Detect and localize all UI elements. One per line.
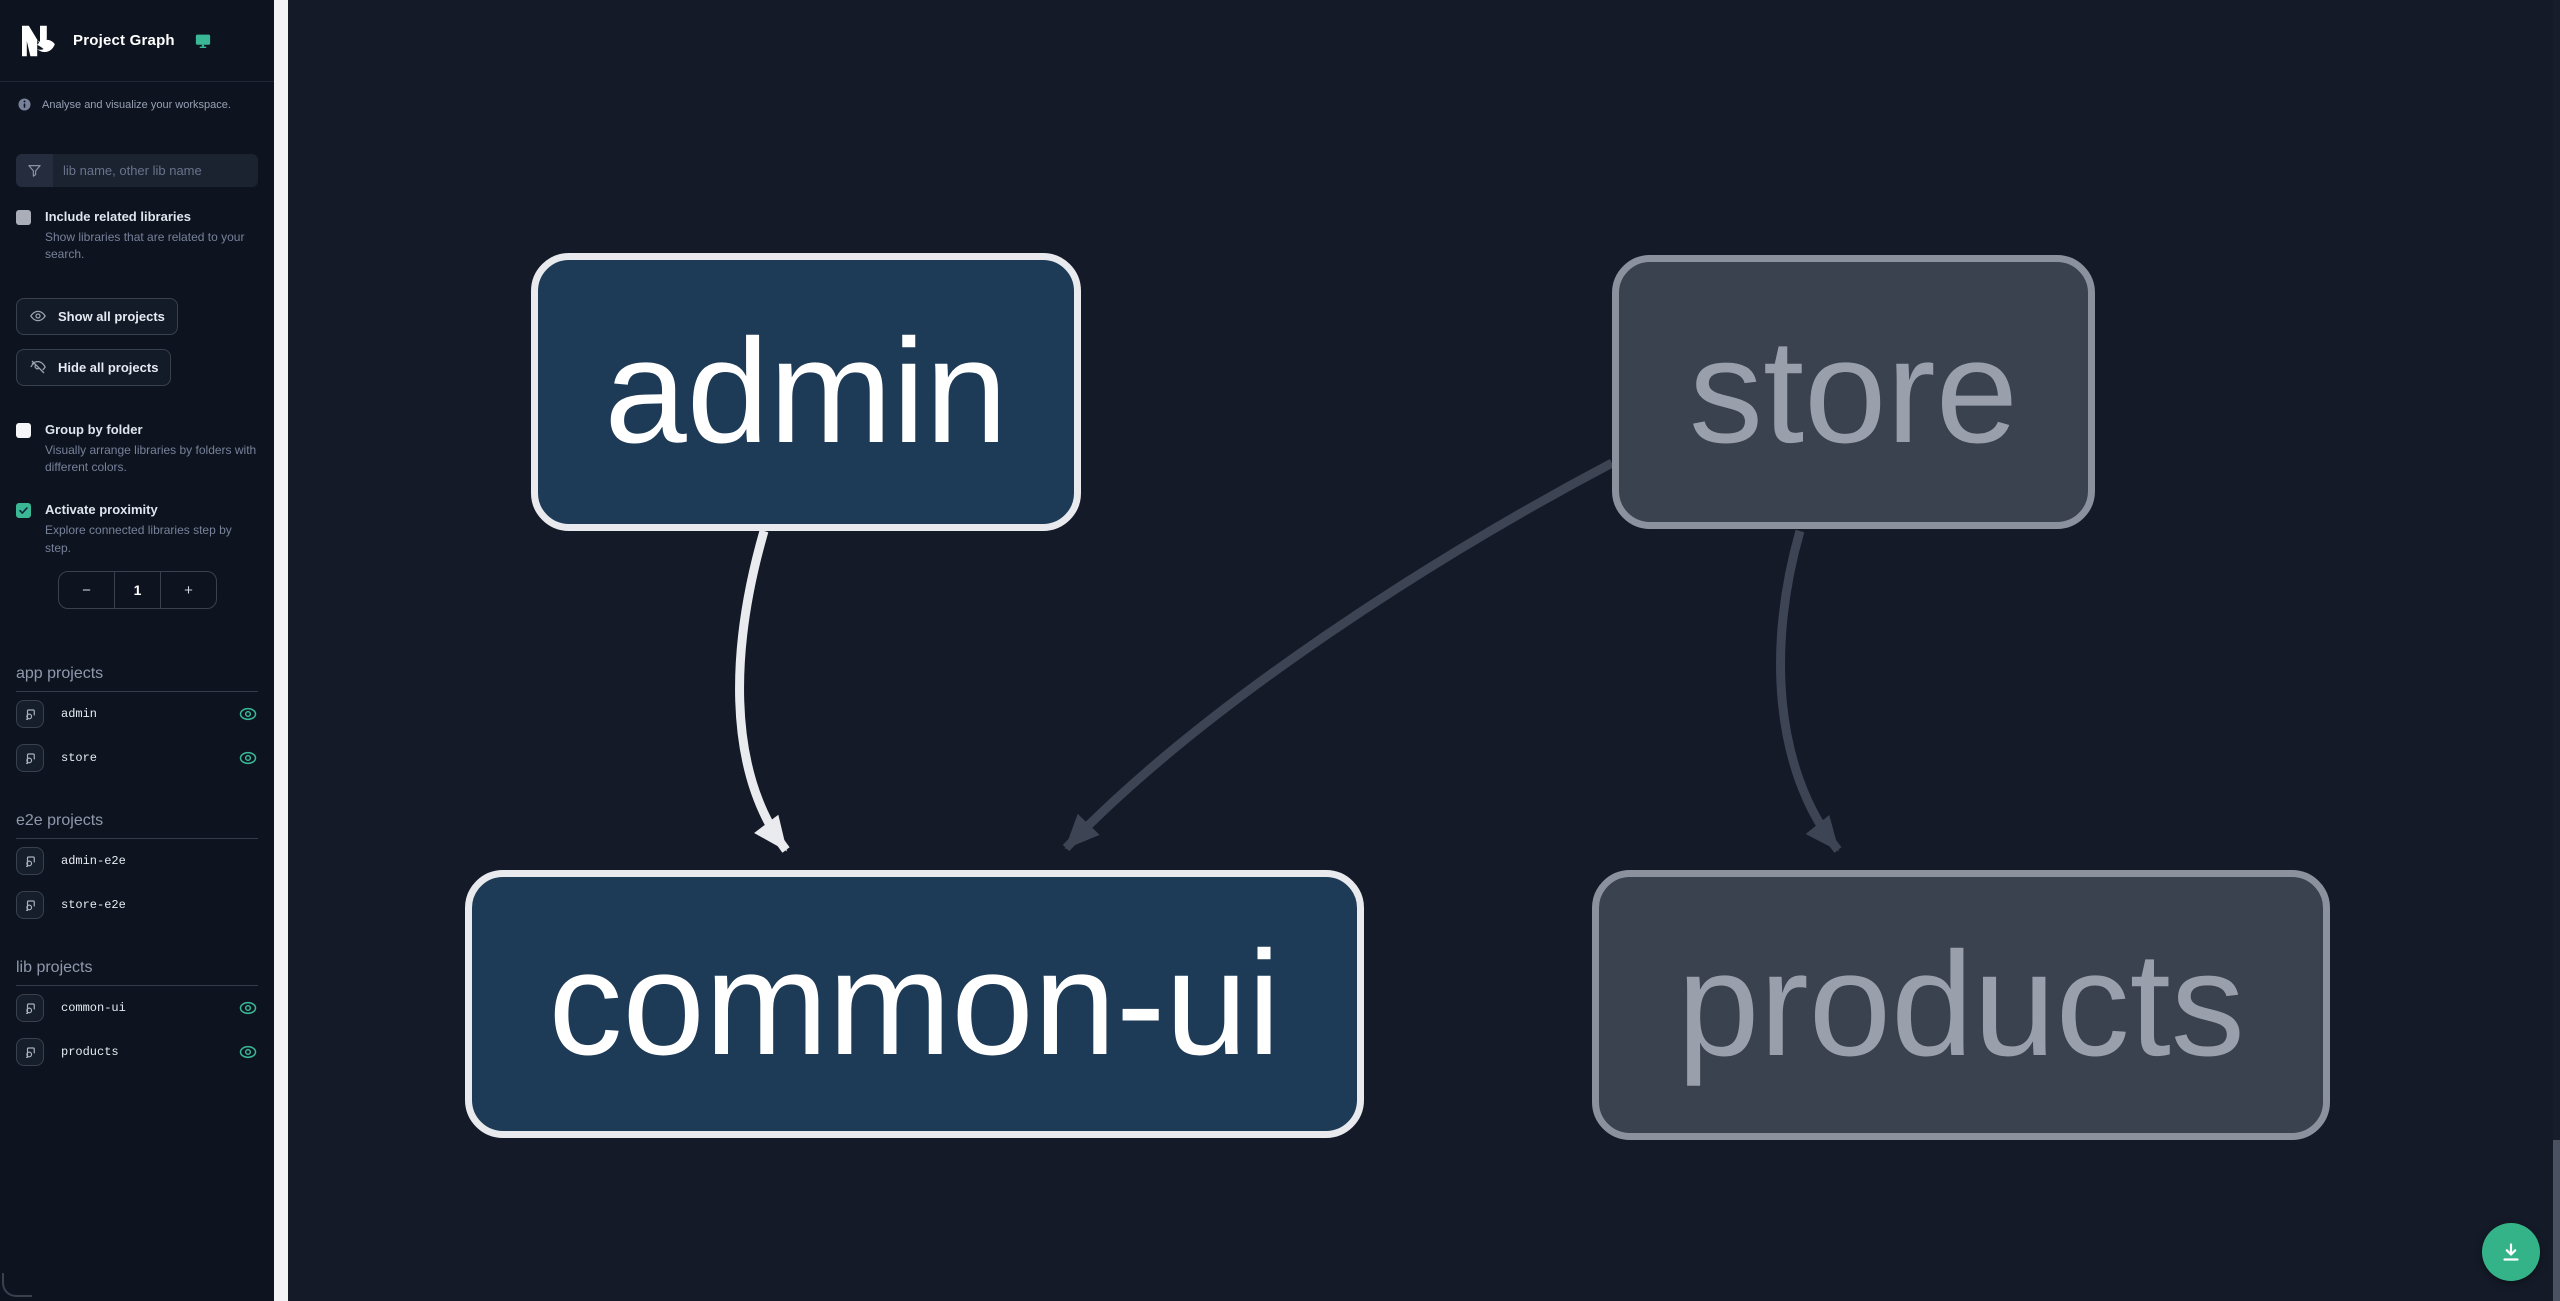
project-name[interactable]: common-ui	[61, 1001, 126, 1016]
focus-magnifier-icon	[25, 855, 35, 867]
toggle-visibility-eye-icon[interactable]	[238, 998, 258, 1018]
tagline-text: Analyse and visualize your workspace.	[42, 98, 231, 111]
proximity-value: 1	[114, 572, 161, 609]
show-all-projects-button[interactable]: Show all projects	[16, 297, 178, 335]
activate-proximity-option: Activate proximity Explore connected lib…	[0, 502, 274, 557]
vertical-scrollbar-track	[2553, 0, 2560, 1301]
project-row-admin-e2e: admin-e2e	[0, 839, 274, 883]
group-by-folder-checkbox[interactable]	[16, 422, 31, 438]
vertical-scrollbar-thumb[interactable]	[2553, 1140, 2560, 1301]
node-label: products	[1677, 922, 2245, 1087]
proximity-stepper: − 1 +	[58, 571, 217, 610]
graph-node-products[interactable]: products	[1592, 870, 2330, 1140]
group-by-folder-label: Group by folder	[45, 421, 143, 437]
project-row-admin: admin	[0, 692, 274, 736]
include-related-checkbox[interactable]	[16, 210, 31, 225]
activate-proximity-label: Activate proximity	[45, 502, 158, 518]
graph-node-store[interactable]: store	[1612, 255, 2095, 529]
project-graph-canvas[interactable]: admin store common-ui products	[288, 0, 2560, 1301]
dependency-edges	[735, 459, 1842, 853]
filter-funnel-icon	[16, 154, 53, 187]
focus-magnifier-icon	[25, 899, 35, 911]
hide-all-projects-label: Hide all projects	[58, 359, 159, 375]
toggle-visibility-eye-icon[interactable]	[238, 704, 258, 724]
focus-project-button[interactable]	[16, 744, 44, 773]
page-title: Project Graph	[73, 32, 175, 49]
focus-magnifier-icon	[25, 1002, 35, 1014]
proximity-increment-button[interactable]: +	[161, 572, 216, 608]
sidebar-canvas-divider	[274, 0, 288, 1301]
section-header-app-projects: app projects	[16, 665, 258, 693]
node-label: store	[1688, 309, 2019, 474]
download-graph-button[interactable]	[2482, 1223, 2540, 1281]
project-row-products: products	[0, 1030, 274, 1074]
edge-admin-to-common-ui[interactable]	[735, 529, 790, 853]
edge-store-to-products[interactable]	[1776, 529, 1842, 853]
sidebar-bottom-corner	[2, 1273, 32, 1297]
focus-project-button[interactable]	[16, 994, 44, 1023]
edge-store-to-common-ui[interactable]	[1062, 459, 1615, 852]
group-by-folder-option: Group by folder Visually arrange librari…	[0, 422, 274, 477]
search-box	[16, 154, 258, 187]
section-header-lib-projects: lib projects	[16, 959, 258, 987]
activate-proximity-description: Explore connected libraries step by step…	[45, 523, 232, 555]
hide-all-projects-button[interactable]: Hide all projects	[16, 348, 172, 386]
eye-icon	[30, 310, 46, 322]
toggle-visibility-eye-icon[interactable]	[238, 1042, 258, 1062]
project-row-store: store	[0, 736, 274, 780]
proximity-decrement-button[interactable]: −	[59, 572, 114, 608]
project-row-common-ui: common-ui	[0, 986, 274, 1030]
info-icon	[18, 98, 31, 111]
focus-project-button[interactable]	[16, 1038, 44, 1067]
include-related-description: Show libraries that are related to your …	[45, 229, 245, 262]
search-input[interactable]	[53, 154, 258, 187]
sidebar: Project Graph Analyse and visualize your…	[0, 0, 274, 1301]
project-name[interactable]: products	[61, 1045, 119, 1060]
node-label: admin	[604, 309, 1008, 474]
monitor-icon[interactable]	[194, 32, 212, 50]
focus-project-button[interactable]	[16, 700, 44, 729]
section-header-e2e-projects: e2e projects	[16, 812, 258, 840]
project-name[interactable]: store-e2e	[61, 898, 126, 913]
show-all-projects-label: Show all projects	[58, 308, 165, 324]
node-label: common-ui	[548, 921, 1281, 1086]
activate-proximity-checkbox[interactable]	[16, 503, 31, 519]
project-row-store-e2e: store-e2e	[0, 883, 274, 927]
project-name[interactable]: store	[61, 751, 98, 766]
group-by-folder-description: Visually arrange libraries by folders wi…	[45, 442, 257, 474]
graph-node-admin[interactable]: admin	[531, 253, 1081, 531]
workspace-tagline: Analyse and visualize your workspace.	[0, 98, 274, 111]
include-related-option: Include related libraries Show libraries…	[0, 209, 274, 264]
focus-project-button[interactable]	[16, 847, 44, 876]
focus-project-button[interactable]	[16, 891, 44, 920]
project-name[interactable]: admin-e2e	[61, 854, 126, 869]
eye-slash-icon	[30, 360, 46, 374]
nx-logo-icon	[22, 25, 55, 56]
project-name[interactable]: admin	[61, 707, 98, 722]
graph-node-common-ui[interactable]: common-ui	[465, 870, 1364, 1138]
focus-magnifier-icon	[25, 1046, 35, 1058]
focus-magnifier-icon	[25, 708, 35, 720]
download-icon	[2503, 1243, 2519, 1261]
sidebar-header: Project Graph	[0, 0, 274, 82]
check-icon	[19, 507, 28, 515]
include-related-label: Include related libraries	[45, 209, 191, 224]
toggle-visibility-eye-icon[interactable]	[238, 748, 258, 768]
focus-magnifier-icon	[25, 752, 35, 764]
